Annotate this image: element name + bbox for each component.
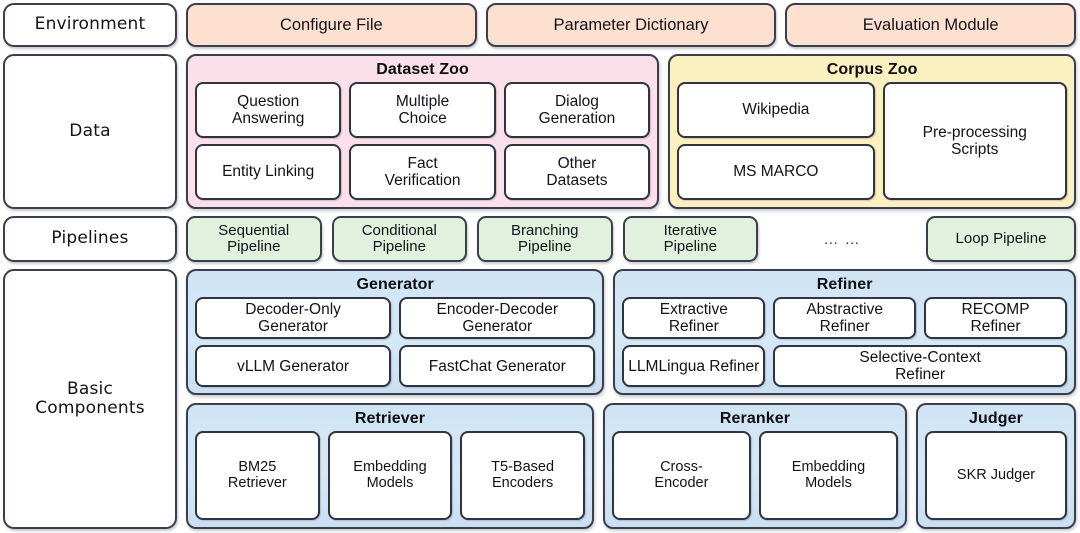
corpus-wikipedia[interactable]: Wikipedia xyxy=(677,82,875,138)
corpus-ms-marco[interactable]: MS MARCO xyxy=(677,144,875,200)
configure-file-box[interactable]: Configure File xyxy=(186,3,477,47)
judger-panel: Judger SKR Judger xyxy=(916,403,1076,529)
row-label-environment: Environment xyxy=(3,3,177,47)
row-label-data: Data xyxy=(3,54,177,209)
pipelines-ellipsis: … … xyxy=(823,230,861,248)
environment-row: Environment Configure File Parameter Dic… xyxy=(3,3,1077,47)
reranker-cross-encoder[interactable]: Cross-Encoder xyxy=(611,431,751,520)
judger-skr[interactable]: SKR Judger xyxy=(925,431,1067,520)
reranker-title: Reranker xyxy=(719,410,791,427)
row-label-pipelines: Pipelines xyxy=(3,216,177,262)
evaluation-module-box[interactable]: Evaluation Module xyxy=(785,3,1077,47)
pipeline-loop[interactable]: Loop Pipeline xyxy=(926,216,1076,262)
generator-fastchat[interactable]: FastChat Generator xyxy=(399,345,596,388)
refiner-title: Refiner xyxy=(816,276,873,293)
generator-title: Generator xyxy=(356,276,434,293)
dataset-entity-linking[interactable]: Entity Linking xyxy=(195,144,342,200)
retriever-title: Retriever xyxy=(354,410,426,427)
judger-title: Judger xyxy=(969,410,1023,427)
refiner-llmlingua[interactable]: LLMLingua Refiner xyxy=(622,345,766,388)
parameter-dictionary-box[interactable]: Parameter Dictionary xyxy=(485,3,777,47)
dataset-zoo-title: Dataset Zoo xyxy=(376,61,469,78)
generator-vllm[interactable]: vLLM Generator xyxy=(195,345,392,388)
corpus-zoo-title: Corpus Zoo xyxy=(826,61,918,78)
